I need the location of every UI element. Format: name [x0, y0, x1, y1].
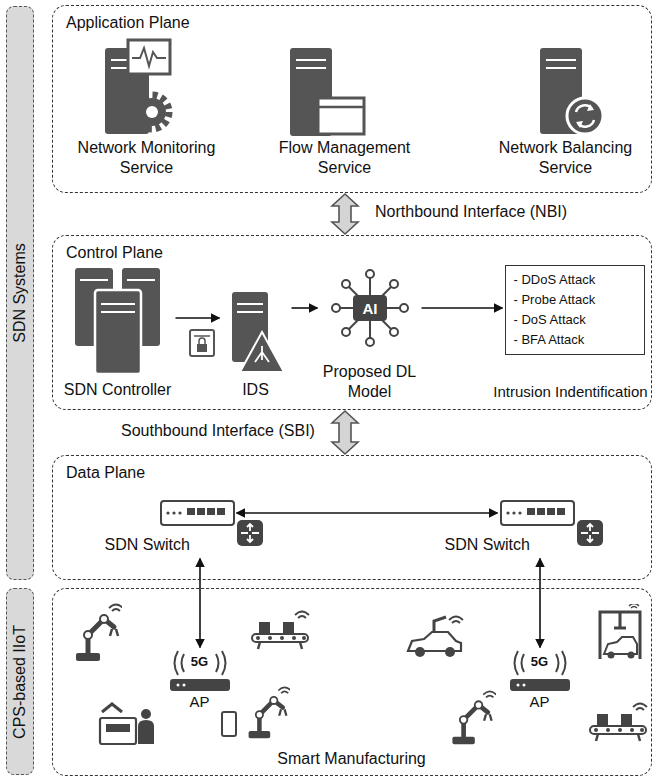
node-label: Network Balancing Service — [486, 138, 646, 180]
access-point: 5G AP — [160, 650, 240, 712]
flow-arrow — [292, 307, 318, 309]
attack-item: - DDoS Attack — [514, 270, 636, 290]
attack-item: - DoS Attack — [514, 310, 636, 330]
attack-list-box: - DDoS Attack- Probe Attack- DoS Attack-… — [505, 265, 645, 355]
attack-item: - BFA Attack — [514, 330, 636, 350]
flow-arrow — [539, 559, 541, 648]
attack-item: - Probe Attack — [514, 290, 636, 310]
group-bar: CPS-based IIoT — [6, 588, 34, 775]
switch-box — [500, 500, 575, 526]
service-node: Flow Management Service — [270, 35, 420, 185]
plane-band: Network Monitoring Service Flow Managemen… — [52, 5, 652, 193]
node-label: 5G — [160, 654, 240, 671]
node-label: Control Plane — [66, 243, 163, 264]
node-label: Flow Management Service — [270, 138, 420, 180]
service-node: Network Balancing Service — [486, 35, 646, 185]
node-label: AP — [500, 692, 580, 712]
node-label: SDN Switch — [105, 535, 190, 556]
switch-box — [160, 500, 235, 526]
interface-label: Southbound Interface (SBI) — [118, 422, 318, 440]
interface-arrow — [332, 411, 358, 454]
controller-node: SDN Controller — [62, 262, 174, 402]
flow-arrow — [422, 307, 503, 309]
flow-arrow — [237, 512, 498, 514]
node-label: SDN Controller — [62, 380, 174, 401]
plane-band: SDN Controller IDS Proposed DL Model - DDoS… — [52, 235, 652, 410]
model-node: Proposed DL Model — [320, 265, 420, 405]
node-label: AP — [160, 692, 240, 712]
node-label: SDN Switch — [445, 535, 530, 556]
switch-node: SDN Switch — [105, 497, 265, 557]
intrusion-node: - DDoS Attack- Probe Attack- DoS Attack-… — [492, 262, 650, 405]
group-bar: SDN Systems — [6, 6, 34, 580]
group-label: SDN Systems — [10, 243, 31, 343]
node-label: Proposed DL Model — [320, 362, 420, 404]
group-label: CPS-based IIoT — [10, 625, 31, 739]
node-label: IDS — [222, 380, 290, 401]
flow-arrow — [199, 559, 201, 648]
node-label: Intrusion Indentification — [492, 382, 650, 402]
manufacturing-band: 5G AP 5G AP Smart Manufacturing — [52, 588, 652, 776]
node-label: Application Plane — [66, 13, 190, 34]
service-node: Network Monitoring Service — [67, 35, 227, 185]
node-label: Data Plane — [66, 463, 145, 484]
node-label: Network Monitoring Service — [67, 138, 227, 180]
plane-band: SDN Switch SDN Switch Data Plane — [52, 455, 652, 580]
switch-node: SDN Switch — [445, 497, 605, 557]
node-label: Smart Manufacturing — [53, 749, 650, 770]
flow-arrow — [176, 317, 220, 319]
access-point: 5G AP — [500, 650, 580, 712]
node-label: 5G — [500, 654, 580, 671]
ids-node: IDS — [222, 290, 290, 402]
interface-label: Northbound Interface (NBI) — [372, 203, 570, 221]
chip-label: AI — [363, 300, 378, 317]
interface-arrow — [332, 194, 358, 234]
